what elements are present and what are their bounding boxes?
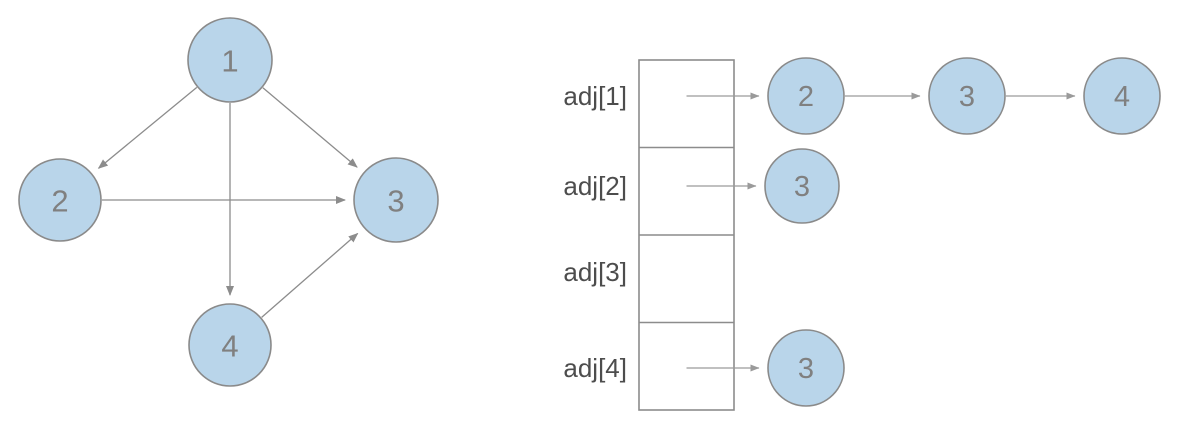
adjacency-row-labels-group: adj[1] adj[2] adj[3] adj[4] xyxy=(563,81,627,383)
graph-node-circle-4 xyxy=(188,303,272,387)
adjacency-row-label-4: adj[4] xyxy=(563,353,627,383)
adjacency-node-circle-4-1 xyxy=(767,329,845,407)
adjacency-cell-4[interactable] xyxy=(639,323,734,411)
adjacency-node-2-1[interactable]: 3 xyxy=(764,148,840,224)
adjacency-node-circle-1-3 xyxy=(1083,57,1161,135)
edge-4-to-3 xyxy=(261,232,359,318)
adjacency-node-1-1[interactable]: 2 xyxy=(767,57,845,135)
graph-edges-group xyxy=(97,86,359,318)
edge-1-to-2 xyxy=(97,86,198,169)
adjacency-node-circle-1-2 xyxy=(928,57,1006,135)
adjacency-node-1-2[interactable]: 3 xyxy=(928,57,1006,135)
graph-node-1[interactable]: 1 xyxy=(187,17,273,103)
adjacency-node-1-3[interactable]: 4 xyxy=(1083,57,1161,135)
adjacency-cell-2[interactable] xyxy=(639,148,734,236)
adjacency-node-circle-1-1 xyxy=(767,57,845,135)
graph-node-4[interactable]: 4 xyxy=(188,303,272,387)
adjacency-row-label-2: adj[2] xyxy=(563,171,627,201)
adjacency-cell-1[interactable] xyxy=(639,60,734,148)
adjacency-row-label-1: adj[1] xyxy=(563,81,627,111)
adjacency-node-4-1[interactable]: 3 xyxy=(767,329,845,407)
graph-node-circle-3 xyxy=(353,157,439,243)
graph-node-2[interactable]: 2 xyxy=(18,158,102,242)
edge-1-to-3 xyxy=(262,87,358,168)
adjacency-row-label-3: adj[3] xyxy=(563,257,627,287)
graph-node-circle-2 xyxy=(18,158,102,242)
adjacency-array-box xyxy=(638,59,735,411)
graph-nodes-group: 1 2 34 xyxy=(18,17,439,387)
adjacency-cell-3[interactable] xyxy=(639,235,734,323)
graph-node-3[interactable]: 3 xyxy=(353,157,439,243)
adjacency-node-circle-2-1 xyxy=(764,148,840,224)
graph-node-circle-1 xyxy=(187,17,273,103)
